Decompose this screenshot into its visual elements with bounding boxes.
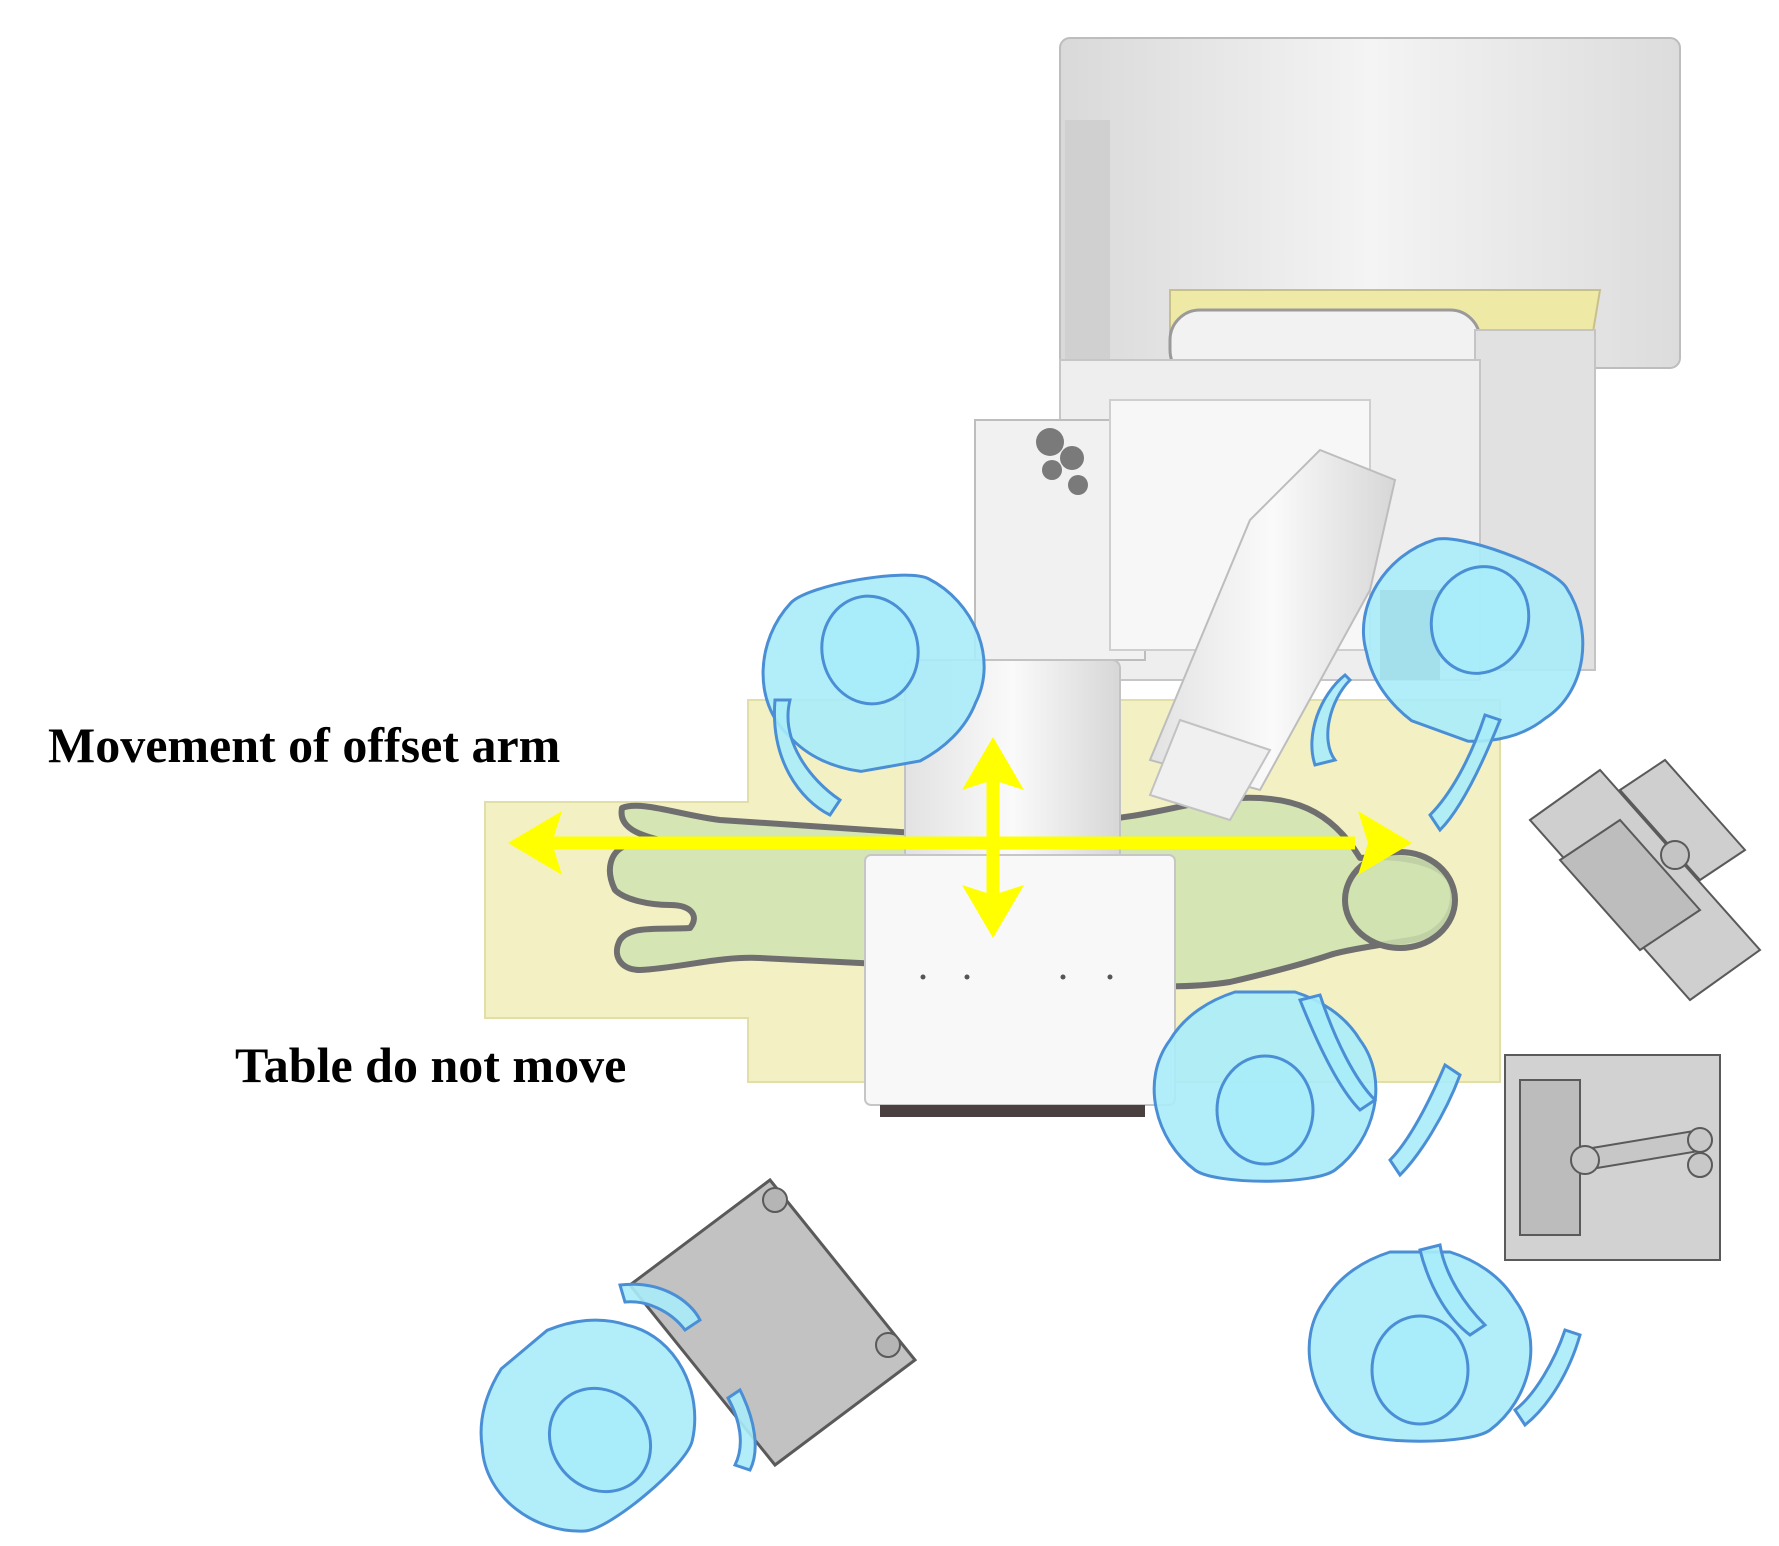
staff-figures bbox=[437, 513, 1611, 1546]
staff-top-right bbox=[1310, 513, 1611, 833]
staff-middle-right bbox=[1152, 990, 1462, 1183]
gantry-unit bbox=[974, 37, 1681, 681]
staff-top-left bbox=[746, 559, 1002, 817]
equipment-cart-upper-right bbox=[1528, 758, 1762, 1002]
instrument-tray-lower-left bbox=[627, 1177, 918, 1468]
movement-arrow-vertical bbox=[962, 737, 1024, 938]
staff-bottom-right bbox=[1307, 1243, 1582, 1443]
label-table-do-not-move: Table do not move bbox=[235, 1037, 627, 1093]
label-movement-of-offset-arm: Movement of offset arm bbox=[48, 717, 561, 773]
equipment-cart-lower-right bbox=[1504, 1054, 1721, 1261]
staff-bottom-left bbox=[437, 1276, 757, 1546]
movement-arrow-horizontal bbox=[508, 811, 1412, 875]
